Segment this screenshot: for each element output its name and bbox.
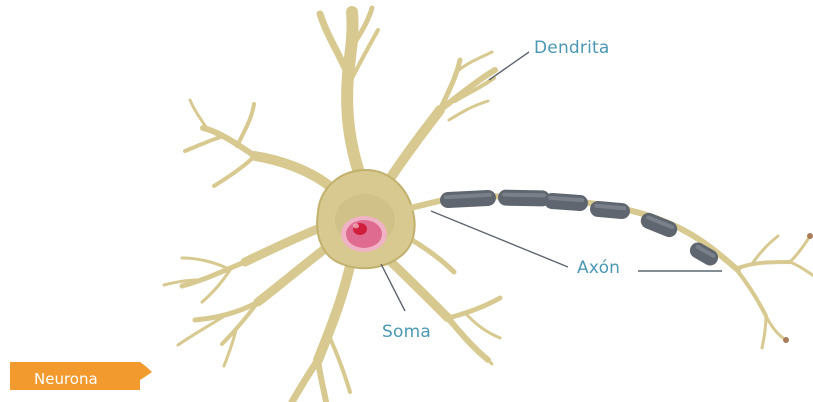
axon-terminal-knob — [807, 233, 813, 239]
soma-label: Soma — [382, 322, 431, 342]
dendrite-leader-line — [489, 52, 529, 80]
axon-leader-line-1 — [431, 211, 568, 267]
axon-terminals — [736, 236, 813, 348]
nucleus — [341, 216, 387, 252]
axon-terminal-knob — [783, 337, 789, 343]
axon-label: Axón — [577, 258, 620, 278]
nucleolus-highlight — [353, 224, 359, 229]
badge-label: Neurona — [34, 370, 98, 388]
dendrite-label: Dendrita — [534, 38, 610, 58]
neuron-badge: Neurona — [10, 362, 152, 390]
leader-lines — [381, 52, 722, 311]
